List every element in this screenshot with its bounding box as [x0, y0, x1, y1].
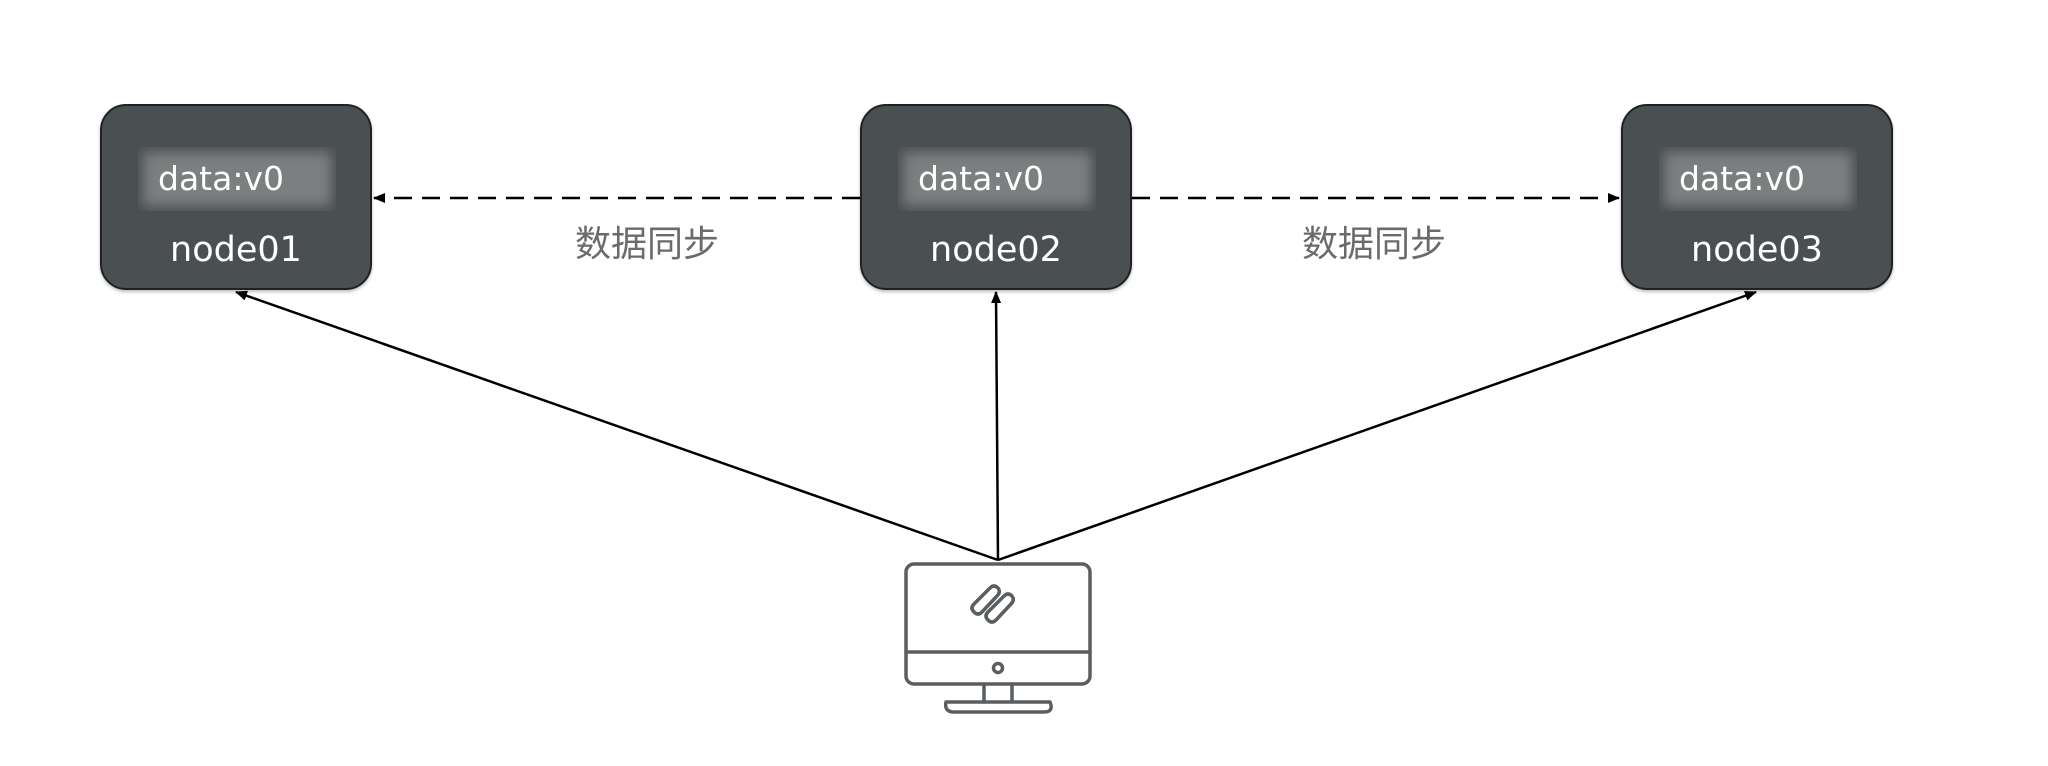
client-arrow-to-node01	[235, 290, 999, 562]
node03-data-value: data:v0	[1659, 147, 1857, 211]
node01-box: data:v0 node01	[100, 104, 372, 290]
node01-label: node01	[170, 230, 302, 270]
node02-data-value: data:v0	[898, 147, 1096, 211]
node03-label: node03	[1691, 230, 1823, 270]
sync-label-right: 数据同步	[1302, 224, 1447, 265]
client-arrow-to-node03	[997, 290, 1757, 562]
node03-box: data:v0 node03	[1621, 104, 1893, 290]
node02-label: node02	[930, 230, 1062, 270]
node01-data-value: data:v0	[138, 147, 336, 211]
client-arrow-to-node02	[991, 291, 1002, 561]
desktop-monitor-icon	[904, 562, 1092, 714]
sync-label-left: 数据同步	[575, 224, 720, 265]
node02-box: data:v0 node02	[860, 104, 1132, 290]
